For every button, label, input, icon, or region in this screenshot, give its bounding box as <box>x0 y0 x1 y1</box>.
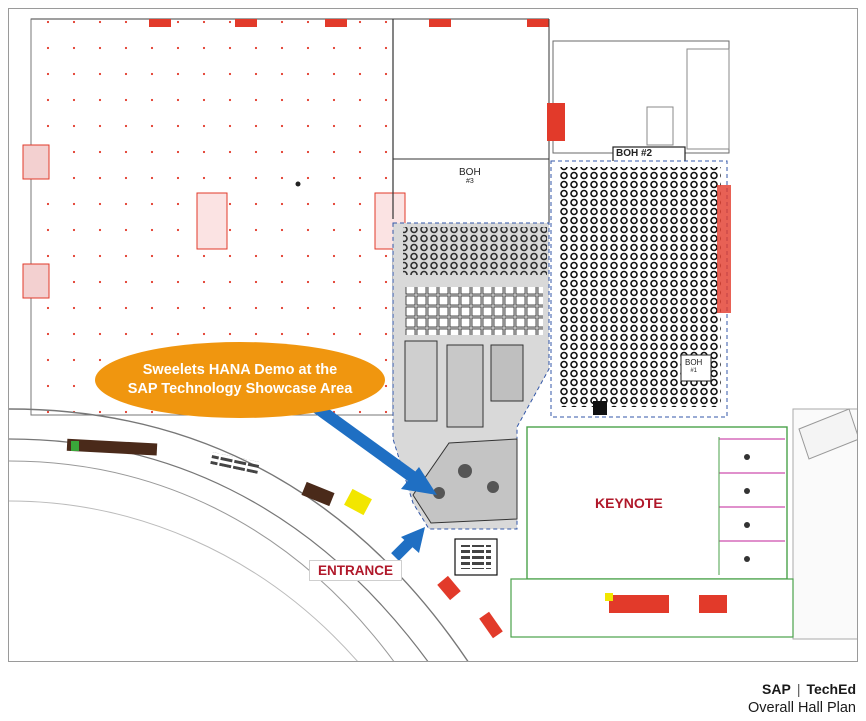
boh-1-number: #1 <box>690 368 698 374</box>
keynote-seating <box>550 160 731 418</box>
lower-corridor <box>510 578 794 638</box>
brand-teched: TechEd <box>806 681 856 697</box>
boh-1-label: BOH #1 <box>685 359 702 375</box>
entrance-label: ENTRANCE <box>309 560 403 581</box>
callout-line-1: Sweelets HANA Demo at the <box>142 362 338 378</box>
keynote-label: KEYNOTE <box>595 495 663 511</box>
boh-3-number: #3 <box>465 178 474 185</box>
hall-floor-plan: BOH #3 BOH #2 BOH #1 Sweelets HANA Demo … <box>8 8 858 662</box>
technology-showcase-area <box>392 222 550 530</box>
upper-right-rooms <box>547 40 730 164</box>
boh-3-title: BOH <box>459 167 481 178</box>
callout-line-2: SAP Technology Showcase Area <box>127 381 353 397</box>
showcase-callout: Sweelets HANA Demo at the SAP Technology… <box>95 342 385 418</box>
east-annex <box>792 408 857 640</box>
brand-separator: | <box>796 681 801 697</box>
brand-sap: SAP <box>762 681 791 697</box>
boh-2-label: BOH #2 <box>616 148 653 159</box>
plan-subtitle: Overall Hall Plan <box>748 700 856 716</box>
concourse <box>9 408 503 661</box>
arrow-to-showcase-icon <box>301 394 437 495</box>
event-brand: SAP | TechEd <box>762 681 856 697</box>
boh-1-title: BOH <box>685 358 703 367</box>
boh-3-label: BOH #3 <box>459 168 481 186</box>
boh-3-zone <box>392 19 550 224</box>
keynote-room <box>526 426 788 580</box>
floor-plan-drawing <box>9 18 857 661</box>
arrow-to-entrance-icon <box>391 527 425 561</box>
